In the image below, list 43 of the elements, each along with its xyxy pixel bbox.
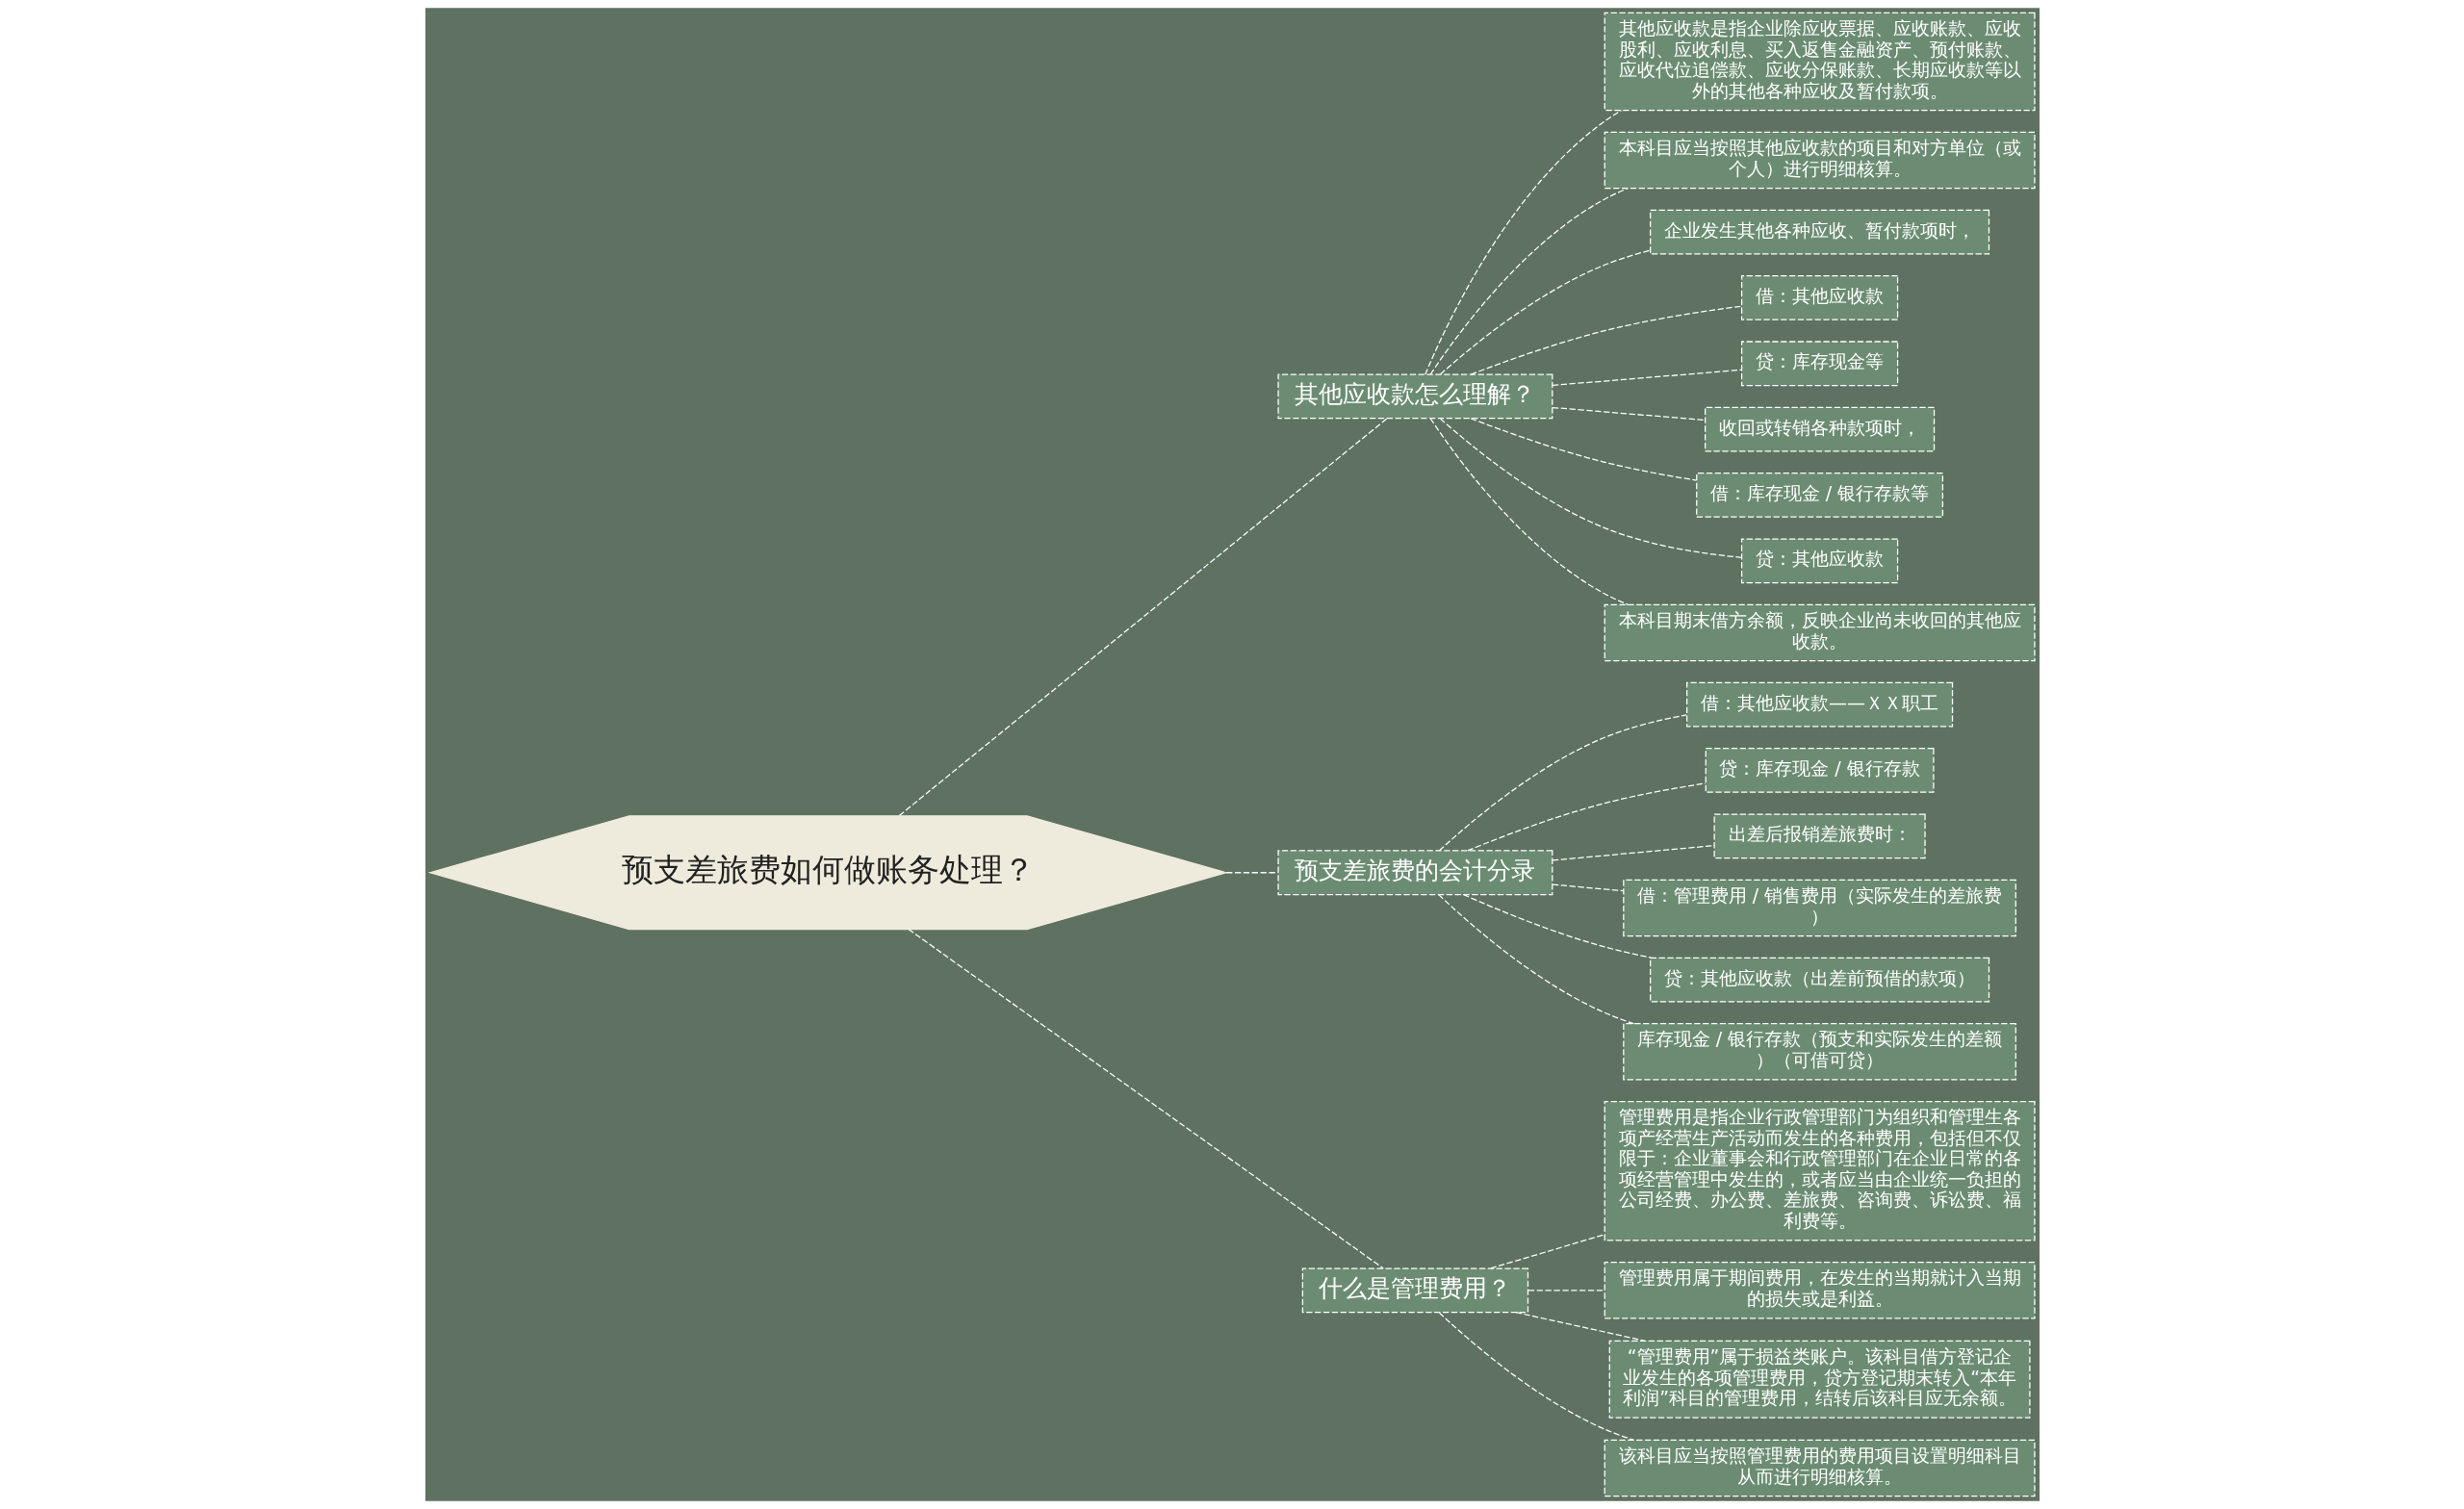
node-box: 收回或转销各种款项时， — [1704, 406, 1935, 452]
connector — [1470, 305, 1742, 375]
connector — [1437, 893, 1634, 1025]
node-box: 贷：其他应收款（出差前预借的款项） — [1649, 957, 1989, 1003]
connector — [1466, 782, 1707, 852]
connector — [1551, 406, 1706, 422]
node-box: 其他应收款怎么理解？ — [1276, 373, 1553, 420]
connector — [1527, 1290, 1605, 1292]
connector — [1470, 418, 1697, 481]
node-box: 贷：其他应收款 — [1740, 538, 1898, 584]
connector — [908, 929, 1384, 1269]
connector — [1462, 893, 1652, 959]
connector — [898, 418, 1388, 817]
node-box: 管理费用属于期间费用，在发生的当期就计入当期的损失或是利益。 — [1604, 1262, 2036, 1319]
node-box: 该科目应当按照管理费用的费用项目设置明细科目从而进行明细核算。 — [1604, 1439, 2036, 1497]
connector — [1551, 845, 1715, 861]
node-box: 本科目期末借方余额，反映企业尚未收回的其他应收款。 — [1604, 603, 2036, 662]
node-box: 贷：库存现金等 — [1740, 341, 1898, 387]
connector — [1489, 1234, 1605, 1269]
node-box: 什么是管理费用？ — [1301, 1267, 1528, 1314]
node-box: “管理费用”属于损益类账户。该科目借方登记企业发生的各项管理费用，贷方登记期末转入“本年利润”科目的管理费用，结转后该科目应无余额。 — [1608, 1340, 2030, 1419]
connector — [1224, 872, 1278, 874]
node-box: 企业发生其他各种应收、暂付款项时， — [1649, 209, 1989, 255]
connector — [1424, 110, 1622, 375]
connector — [1438, 714, 1687, 852]
node-box: 贷：库存现金 / 银行存款 — [1705, 748, 1935, 793]
connector — [1551, 883, 1624, 892]
node-box: 库存现金 / 银行存款（预支和实际发生的差额）（可借可贷） — [1622, 1023, 2016, 1081]
node-box: 借：管理费用 / 销售费用（实际发生的差旅费） — [1622, 879, 2016, 937]
connector — [1551, 369, 1742, 387]
connector — [1439, 418, 1742, 558]
connector — [1439, 249, 1651, 375]
connector — [1429, 418, 1629, 605]
connector — [1429, 187, 1629, 375]
node-box: 本科目应当按照其他应收款的项目和对方单位（或个人）进行明细核算。 — [1604, 131, 2036, 190]
node-box: 预支差旅费的会计分录 — [1276, 850, 1553, 896]
node-box: 借：其他应收款 — [1740, 275, 1898, 320]
node-box: 其他应收款是指企业除应收票据、应收账款、应收股利、应收利息、买入返售金融资产、预付账款、应收代位追偿款、应收分保账款、长期应收款等以外的其他各种应收及暂付款项。 — [1604, 12, 2036, 112]
node-box: 管理费用是指企业行政管理部门为组织和管理生各项产经营生产活动而发生的各种费用，包括但不仅限于：企业董事会和行政管理部门在企业日常的各项经营管理中发生的，或者应当由企业统一负担的公司经费、办公费、差旅费、咨询费、诉讼费、福利费等。 — [1604, 1101, 2036, 1241]
connector — [1514, 1312, 1645, 1342]
node-box: 出差后报销差旅费时： — [1713, 813, 1926, 859]
node-box: 借：其他应收款——ＸＸ职工 — [1685, 681, 1953, 728]
node-box: 借：库存现金 / 银行存款等 — [1695, 473, 1943, 518]
